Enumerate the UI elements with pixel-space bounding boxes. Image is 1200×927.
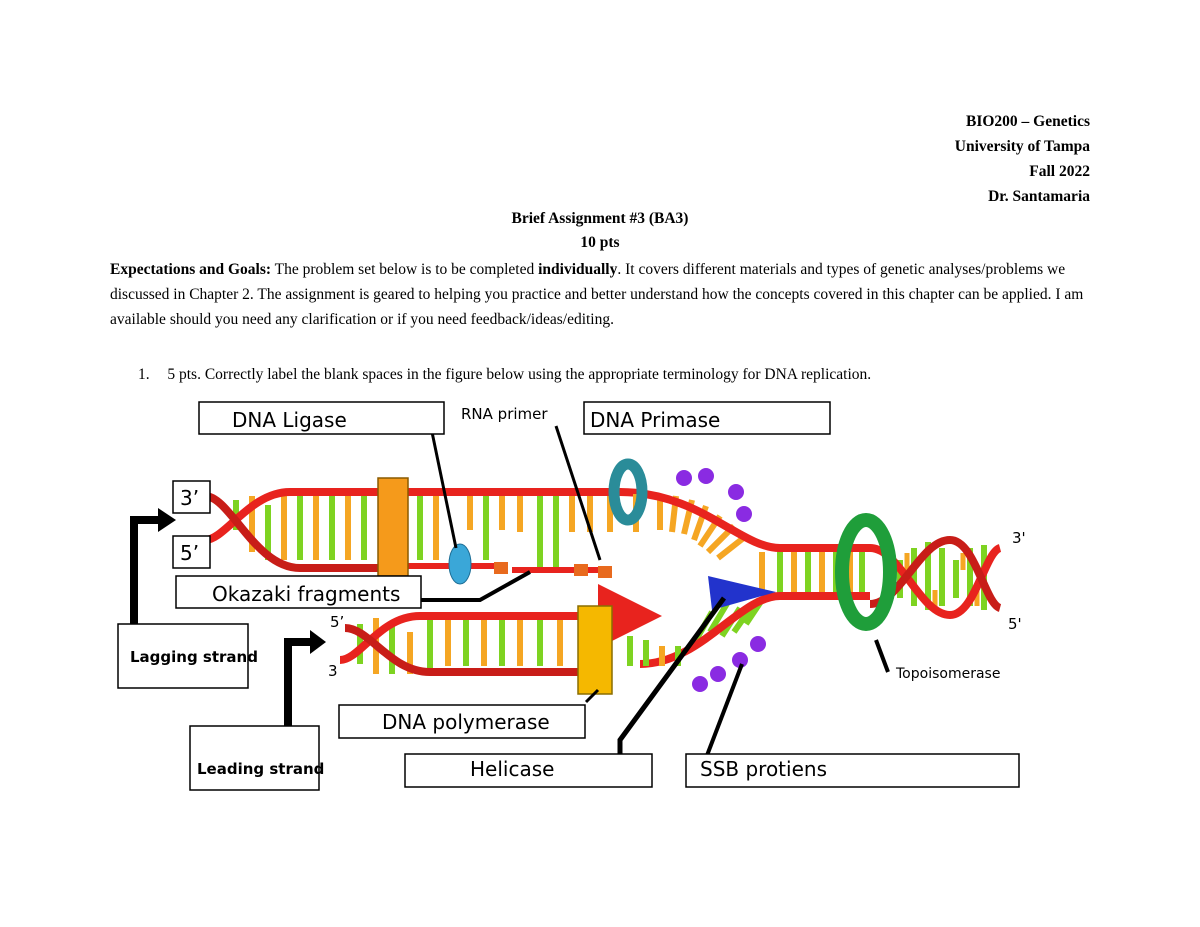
lower-parent-backbone	[639, 592, 870, 668]
leading-helix	[339, 584, 681, 676]
expectations-paragraph: Expectations and Goals: The problem set …	[110, 257, 1100, 332]
expectations-emphasis: individually	[538, 261, 618, 278]
end-5-left: 5’	[330, 613, 344, 631]
lagging-helix	[204, 488, 639, 578]
primase-shape	[608, 458, 648, 526]
ssb-label: SSB protiens	[700, 757, 827, 781]
okazaki-label: Okazaki fragments	[212, 582, 400, 606]
question-1: 1. 5 pts. Correctly label the blank spac…	[138, 366, 871, 384]
lagging-arrow	[130, 516, 162, 626]
dna-polymerase-box	[338, 704, 586, 739]
topoisomerase-shape	[835, 513, 897, 631]
course-name: BIO200 – Genetics	[966, 113, 1090, 130]
rna-primer-block	[574, 564, 588, 576]
five-prime-box	[172, 535, 211, 569]
three-prime-box	[172, 480, 211, 514]
five-prime-label: 5’	[180, 541, 199, 565]
dna-primase-label: DNA Primase	[590, 408, 720, 432]
leading-arrow	[284, 638, 314, 726]
helicase-box	[404, 753, 653, 788]
three-prime-label: 3’	[180, 486, 199, 510]
leading-box	[189, 725, 320, 791]
course-header: BIO200 – Genetics University of Tampa Fa…	[955, 109, 1090, 209]
helicase-shape	[708, 576, 776, 610]
lagging-polymerase-block	[377, 477, 409, 577]
leading-arrow-head	[310, 630, 326, 654]
assignment-points: 10 pts	[580, 234, 620, 251]
lagging-label: Lagging strand	[130, 648, 258, 666]
expectations-text-2: . It covers different materials and type…	[110, 261, 1084, 328]
end-5-right: 5'	[1008, 615, 1022, 633]
ssb-proteins	[676, 468, 766, 692]
fork-bases	[657, 494, 865, 642]
end-3-left: 3	[328, 662, 338, 680]
topoisomerase-label: Topoisomerase	[895, 666, 1000, 682]
ligase-shape	[448, 543, 472, 585]
helicase-label: Helicase	[470, 757, 554, 781]
school-name: University of Tampa	[954, 138, 1090, 155]
rna-primer-block	[598, 566, 612, 578]
rna-primer-label: RNA primer	[461, 405, 548, 423]
leading-label: Leading strand	[197, 760, 324, 778]
dna-polymerase-label: DNA polymerase	[382, 710, 550, 734]
question-number: 1.	[138, 366, 150, 383]
leading-polymerase-block	[577, 605, 613, 695]
dna-ligase-box	[198, 401, 445, 435]
dna-primase-box	[583, 401, 831, 435]
dna-ligase-label: DNA Ligase	[232, 408, 347, 432]
expectations-label: Expectations and Goals:	[110, 261, 272, 278]
instructor: Dr. Santamaria	[988, 188, 1090, 205]
lagging-arrow-head	[158, 508, 176, 532]
rna-primer-block	[494, 562, 508, 574]
term: Fall 2022	[1029, 163, 1090, 180]
pointer-lines	[420, 425, 890, 759]
assignment-title: Brief Assignment #3 (BA3)	[511, 210, 689, 227]
ssb-box	[685, 753, 1020, 788]
lagging-box	[117, 623, 249, 689]
question-text: 5 pts. Correctly label the blank spaces …	[167, 366, 872, 383]
upper-parent-backbone	[619, 488, 870, 552]
expectations-text-1: The problem set below is to be completed	[271, 261, 539, 278]
okazaki-box	[175, 575, 422, 609]
end-3-right: 3'	[1012, 529, 1026, 547]
